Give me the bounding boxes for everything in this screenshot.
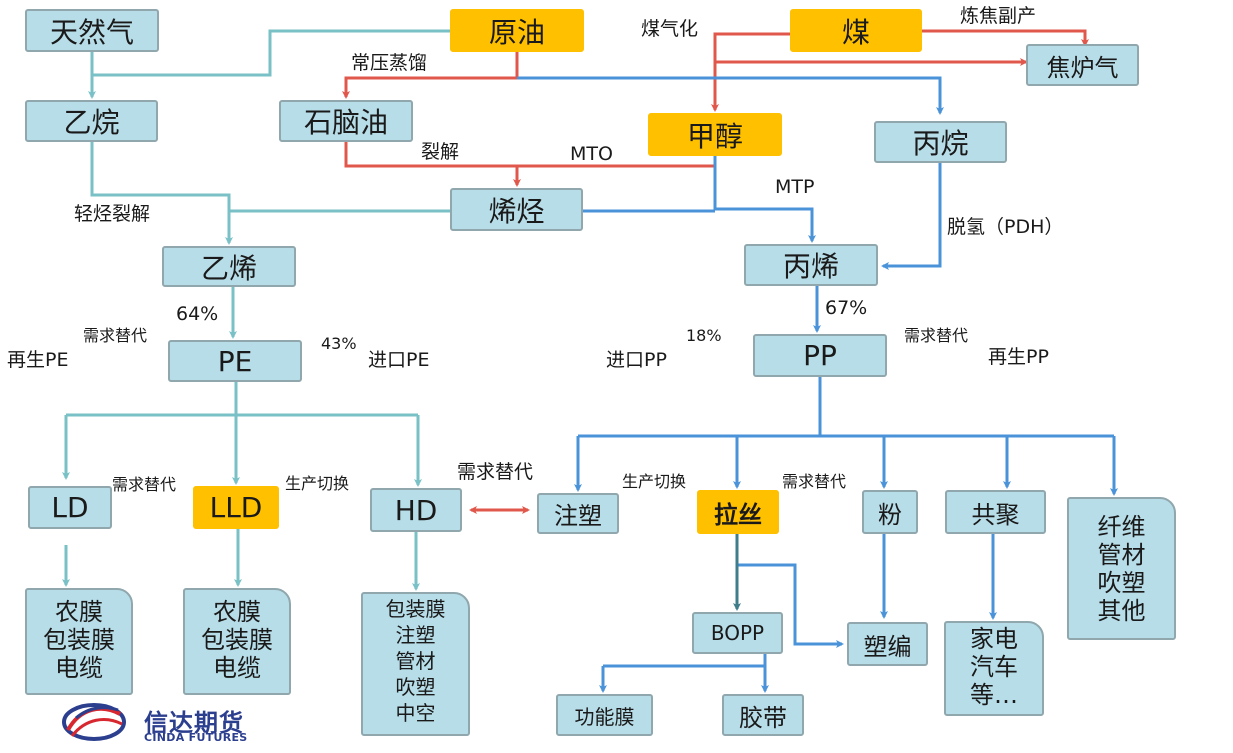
- label-pp-share: 67%: [825, 297, 868, 319]
- label-cracking: 裂解: [421, 141, 460, 163]
- label-mtp: MTP: [775, 176, 815, 198]
- label-pp-recycled: 再生PP: [988, 346, 1049, 368]
- node-drawing: 拉丝: [697, 490, 779, 534]
- pp-split-line: [578, 377, 1114, 438]
- node-hd: HD: [370, 488, 462, 532]
- label-light-cracking: 轻烃裂解: [74, 203, 151, 225]
- node-bopp: BOPP: [692, 612, 783, 654]
- methanol-to-propylene-line: [713, 156, 816, 243]
- label-pp-substitute: 需求替代: [904, 326, 969, 345]
- label-coking-byproduct: 炼焦副产: [960, 5, 1037, 27]
- node-woven: 塑编: [847, 622, 928, 666]
- node-propylene: 丙烯: [744, 244, 878, 286]
- label-lld-hd-switch: 生产切换: [285, 474, 350, 493]
- label-hd-injection-substitute: 需求替代: [457, 461, 534, 483]
- node-hd-uses: 包装膜 注塑 管材 吹塑 中空: [361, 592, 470, 736]
- label-pp-import: 进口PP: [606, 349, 667, 371]
- label-pe-import: 进口PE: [368, 349, 430, 371]
- drawing-to-woven-line: [737, 563, 844, 648]
- coal-to-coke-gas-line: [922, 29, 1089, 47]
- node-naphtha: 石脑油: [279, 100, 413, 142]
- node-injection: 注塑: [537, 493, 619, 534]
- oil-to-propane-line: [517, 76, 944, 115]
- label-injection-drawing-switch: 生产切换: [622, 472, 687, 491]
- oil-to-ethane-line: [92, 29, 450, 77]
- coal-to-methanol-line: [711, 32, 790, 112]
- node-pp: PP: [753, 334, 887, 377]
- node-natural-gas: 天然气: [25, 9, 159, 52]
- pe-split-line: [66, 381, 418, 417]
- node-tape: 胶带: [722, 694, 804, 736]
- bopp-split-line: [603, 654, 767, 668]
- logo-name: 信达期货: [144, 709, 244, 737]
- label-atmospheric-distillation: 常压蒸馏: [351, 52, 428, 74]
- node-copolymer: 共聚: [945, 490, 1046, 534]
- ethane-to-ethylene-line: [90, 140, 233, 245]
- cinda-logo-mark: [62, 703, 126, 741]
- node-lld-uses: 农膜 包装膜 电缆: [183, 588, 291, 695]
- node-lld: LLD: [193, 486, 279, 529]
- node-olefin: 烯烃: [450, 188, 583, 231]
- label-pe-recycled: 再生PE: [7, 349, 69, 371]
- label-pe-share: 64%: [176, 303, 219, 325]
- node-functional-film: 功能膜: [556, 694, 653, 736]
- node-ethylene: 乙烯: [162, 246, 296, 287]
- naphtha-to-olefin-line: [344, 142, 715, 185]
- node-propane: 丙烷: [874, 121, 1007, 163]
- label-ld-lld-substitute: 需求替代: [112, 475, 177, 494]
- label-coal-gasification: 煤气化: [641, 18, 699, 40]
- label-pe-substitute: 需求替代: [83, 326, 148, 345]
- label-drawing-powder-substitute: 需求替代: [782, 472, 847, 491]
- node-fiber-group: 纤维 管材 吹塑 其他: [1067, 497, 1176, 640]
- label-mto: MTO: [570, 143, 613, 165]
- node-pe: PE: [168, 340, 302, 382]
- node-coke-oven-gas: 焦炉气: [1026, 44, 1139, 86]
- node-appliance-group: 家电 汽车 等…: [944, 621, 1044, 716]
- node-methanol: 甲醇: [648, 113, 782, 156]
- node-ld: LD: [28, 486, 112, 529]
- node-ethane: 乙烷: [25, 100, 158, 142]
- label-pdh: 脱氢（PDH）: [947, 216, 1064, 238]
- node-crude-oil: 原油: [450, 9, 584, 52]
- logo-english-name: CINDA FUTURES: [144, 731, 248, 744]
- node-coal: 煤: [790, 9, 922, 52]
- propane-to-propylene-line: [881, 163, 942, 270]
- oil-to-naphtha-line: [342, 52, 519, 99]
- node-powder: 粉: [862, 490, 918, 534]
- label-pe-import-share: 43%: [321, 334, 357, 353]
- label-pp-import-share: 18%: [686, 326, 722, 345]
- node-ld-uses: 农膜 包装膜 电缆: [25, 588, 133, 695]
